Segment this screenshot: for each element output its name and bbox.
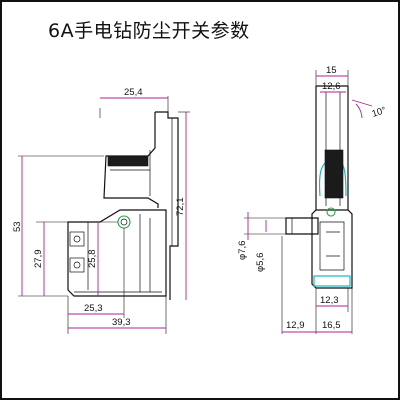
dim-offsets-r: 12,9 16,5 xyxy=(281,236,353,334)
mounting-hole xyxy=(117,215,131,229)
dim-label-inner-top-width-r: 12,6 xyxy=(322,81,341,92)
dim-angle-r: 10° xyxy=(351,99,388,120)
dim-dia-inner-r: φ5,6 xyxy=(255,220,267,272)
dim-bottom-width-r: 12,3 xyxy=(315,288,349,312)
dim-label-dia-outer-r: φ7,6 xyxy=(237,241,248,260)
dim-left-height: 53 xyxy=(12,155,104,297)
dim-label-overall-height: 72,1 xyxy=(175,198,186,217)
dim-dia-outer-r: φ7,6 xyxy=(237,212,286,260)
dim-label-left-height: 53 xyxy=(12,221,23,232)
dim-label-left-offset-r: 12,9 xyxy=(286,320,305,331)
dim-label-inner-width: 25,3 xyxy=(84,303,103,314)
dim-label-angle-r: 10° xyxy=(371,105,388,120)
dim-label-right-offset-r: 16,5 xyxy=(322,320,341,331)
dim-label-top-width-r: 15 xyxy=(326,65,337,76)
dim-socket-height: 25,8 xyxy=(87,221,118,296)
dim-label-top-width: 25,4 xyxy=(124,87,143,98)
dim-label-bottom-width-r: 12,3 xyxy=(320,295,339,306)
dim-top-width-r: 15 xyxy=(315,65,349,86)
dim-body-height: 27,9 xyxy=(33,221,68,296)
pivot-pin xyxy=(326,207,336,217)
left-view: 25,4 72,1 53 27,9 25,8 xyxy=(12,87,190,334)
dim-overall-width: 39,3 xyxy=(68,296,167,334)
dim-label-socket-height: 25,8 xyxy=(87,250,98,269)
dim-label-overall-width: 39,3 xyxy=(112,317,131,328)
right-view-body xyxy=(285,85,353,289)
left-view-body xyxy=(67,111,179,300)
trigger-face xyxy=(324,149,344,199)
dim-inner-top-width-r: 12,6 xyxy=(320,81,346,93)
dim-top-width: 25,4 xyxy=(99,87,169,118)
trigger-grip xyxy=(107,155,149,167)
dim-label-dia-inner-r: φ5,6 xyxy=(255,253,266,272)
page-title: 6A手电钻防尘开关参数 xyxy=(48,20,250,42)
right-view: 15 12,6 10° φ7,6 φ5,6 12, xyxy=(237,65,388,334)
dim-overall-height: 72,1 xyxy=(175,111,190,300)
dim-label-body-height: 27,9 xyxy=(33,250,44,269)
